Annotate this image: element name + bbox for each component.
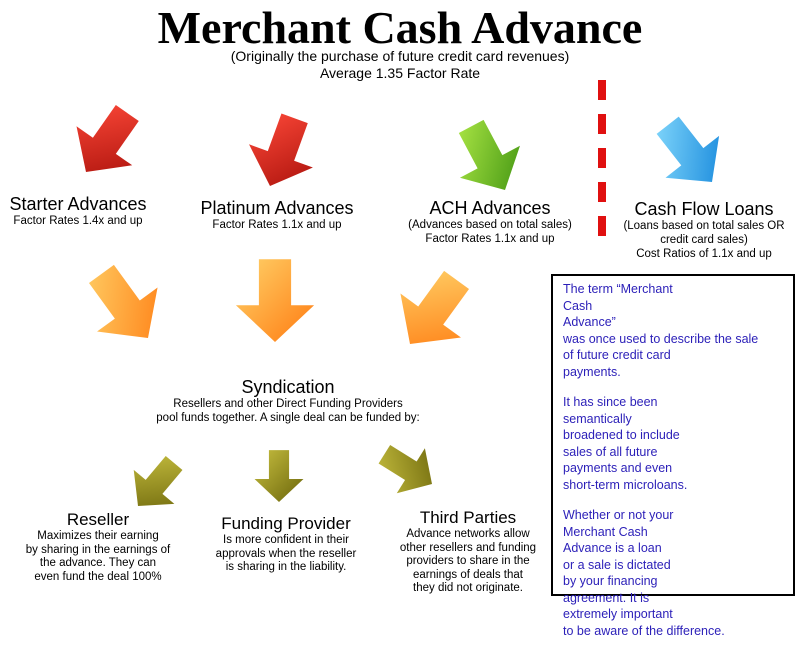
red-arrow-starter xyxy=(58,93,156,192)
node-starter-advances: Starter Advances Factor Rates 1.4x and u… xyxy=(0,194,156,228)
info-line: Advance is a loan xyxy=(563,541,662,555)
red-arrow-platinum xyxy=(238,106,327,198)
node-detail: Factor Rates 1.1x and up xyxy=(212,219,342,231)
info-line: extremely important xyxy=(563,607,673,621)
info-box xyxy=(551,274,795,596)
node-title: ACH Advances xyxy=(429,198,551,218)
node-detail: they did not originate. xyxy=(413,582,523,594)
olive-arrow-third xyxy=(370,431,447,507)
green-arrow-ach xyxy=(441,110,536,206)
node-detail: earnings of deals that xyxy=(413,568,523,581)
info-line: by your financing xyxy=(563,574,658,588)
node-title: Platinum Advances xyxy=(200,198,354,218)
info-line: payments. xyxy=(563,364,621,379)
node-syndication: Syndication Resellers and other Direct F… xyxy=(130,377,446,425)
info-line: payments and even xyxy=(563,461,673,475)
blue-arrow-cashflow xyxy=(640,104,739,203)
info-line: The term “Merchant Cash xyxy=(563,282,673,313)
node-detail: Factor Rates 1.1x and up xyxy=(425,233,555,245)
node-detail: Is more confident in their xyxy=(223,534,349,546)
node-detail: providers to share in the xyxy=(406,555,530,567)
node-title: Reseller xyxy=(66,510,130,529)
page-subtitle: (Originally the purchase of future credi… xyxy=(230,48,570,64)
node-ach-advances: ACH Advances (Advances based on total sa… xyxy=(400,198,580,246)
info-line: was once used to describe the sale xyxy=(563,331,759,346)
orange-arrow-right xyxy=(379,257,487,366)
info-paragraph: Whether or not your Merchant Cash Advanc… xyxy=(563,507,725,639)
orange-arrow-left xyxy=(71,251,179,360)
node-detail: other resellers and funding xyxy=(399,541,537,554)
info-line: It has since been xyxy=(563,395,658,409)
node-detail: approvals when the reseller xyxy=(215,547,357,560)
info-line: Whether or not your xyxy=(563,508,674,522)
info-line: semantically xyxy=(563,411,632,426)
node-detail: the advance. They can xyxy=(39,557,157,569)
node-reseller: Reseller Maximizes their earning by shar… xyxy=(8,510,188,584)
node-detail: Factor Rates 1.4x and up xyxy=(13,215,143,227)
olive-arrow-funding xyxy=(254,450,304,502)
average-factor-rate: Average 1.35 Factor Rate xyxy=(319,65,481,81)
info-line: sales of all future xyxy=(563,444,658,459)
info-line: agreement. It is xyxy=(563,590,650,605)
node-platinum-advances: Platinum Advances Factor Rates 1.1x and … xyxy=(190,198,364,232)
info-line: or a sale is dictated xyxy=(563,557,671,572)
info-line: to be aware of the difference. xyxy=(563,623,725,638)
info-paragraph: It has since been semantically broadened… xyxy=(563,394,693,493)
node-detail: credit card sales) xyxy=(660,234,748,246)
info-line: broadened to include xyxy=(563,428,680,442)
node-funding-provider: Funding Provider Is more confident in th… xyxy=(198,514,374,575)
node-third-parties: Third Parties Advance networks allow oth… xyxy=(384,508,552,596)
node-detail: by sharing in the earnings of xyxy=(25,543,171,556)
info-paragraph: The term “Merchant Cash Advance” was onc… xyxy=(563,281,758,380)
page-title: Merchant Cash Advance xyxy=(157,2,643,53)
node-detail: (Loans based on total sales OR xyxy=(623,220,785,232)
info-box-text: The term “Merchant Cash Advance” was onc… xyxy=(563,281,758,653)
divider-dashed-line xyxy=(598,80,606,245)
node-detail: Resellers and other Direct Funding Provi… xyxy=(173,398,403,410)
node-title: Third Parties xyxy=(419,508,517,527)
node-detail: even fund the deal 100% xyxy=(34,570,162,583)
node-detail: is sharing in the liability. xyxy=(225,561,347,573)
node-detail: Cost Ratios of 1.1x and up xyxy=(636,248,772,260)
node-detail: Maximizes their earning xyxy=(37,530,159,542)
node-detail: pool funds together. A single deal can b… xyxy=(156,412,420,424)
info-line: short-term microloans. xyxy=(563,477,688,492)
node-detail: Advance networks allow xyxy=(406,528,530,540)
info-line: Advance” xyxy=(563,315,616,329)
info-line: of future credit card xyxy=(563,348,671,362)
node-cash-flow-loans: Cash Flow Loans (Loans based on total sa… xyxy=(612,199,796,261)
node-detail: (Advances based on total sales) xyxy=(408,219,572,231)
node-title: Starter Advances xyxy=(9,194,147,214)
node-title: Funding Provider xyxy=(221,514,351,533)
node-title: Syndication xyxy=(241,377,335,397)
orange-arrow-middle xyxy=(235,259,315,342)
info-line: Merchant Cash xyxy=(563,524,648,539)
node-title: Cash Flow Loans xyxy=(634,199,774,219)
